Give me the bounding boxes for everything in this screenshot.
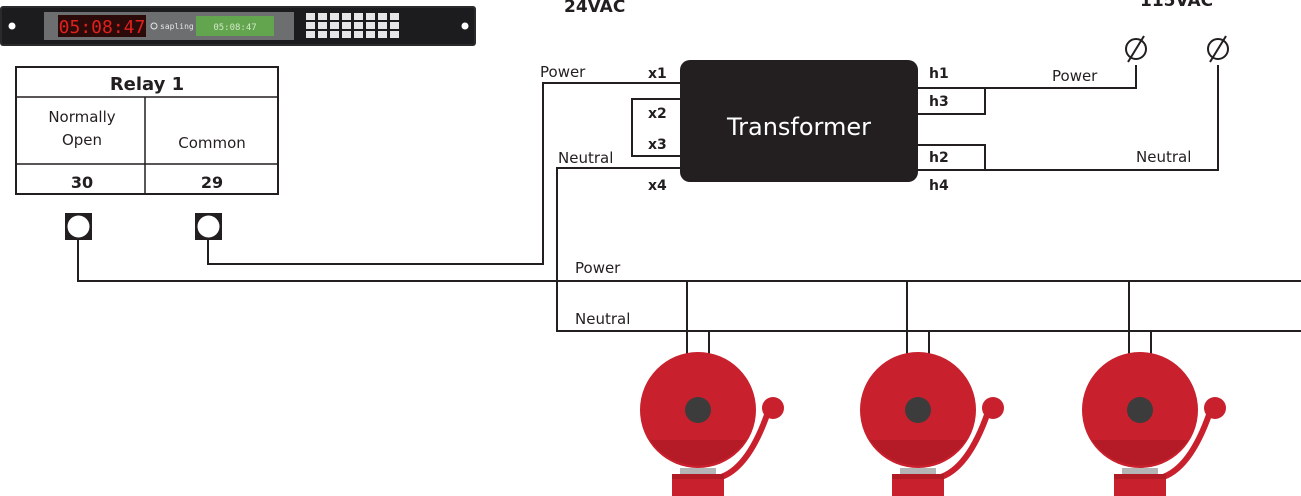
- clock-brand: sapling: [160, 22, 194, 31]
- terminal-h1-label: h1: [929, 66, 949, 82]
- terminal-x1-label: x1: [648, 66, 667, 82]
- keypad-key: [354, 22, 363, 29]
- supply-neutral-terminal-icon: [1207, 35, 1229, 63]
- terminal-h3-label: h3: [929, 94, 949, 110]
- keypad-key: [330, 13, 339, 20]
- bells: [640, 352, 1226, 496]
- bus-neutral-label: Neutral: [575, 310, 630, 328]
- supply-power-terminal-icon: [1125, 35, 1147, 63]
- primary-neutral-label: Neutral: [1136, 148, 1191, 166]
- keypad-key: [342, 22, 351, 29]
- secondary-power-label: Power: [540, 63, 586, 81]
- transformer-label: Transformer: [726, 113, 871, 141]
- rack-screw-icon: [8, 22, 16, 30]
- keypad-key: [342, 13, 351, 20]
- keypad-key: [318, 31, 327, 38]
- keypad-key: [390, 13, 399, 20]
- relay-col1-label-line2: Open: [62, 131, 102, 149]
- keypad-key: [330, 31, 339, 38]
- primary-power-label: Power: [1052, 67, 1098, 85]
- relay-col2-label: Common: [178, 134, 246, 152]
- keypad-key: [318, 22, 327, 29]
- sapling-logo-icon: [150, 22, 158, 30]
- relay-terminal-no-icon: [65, 213, 92, 240]
- clock-led-display: 05:08:47: [59, 17, 146, 38]
- secondary-neutral-label: Neutral: [558, 149, 613, 167]
- bell-icon: [1082, 352, 1226, 496]
- terminal-x3-label: x3: [648, 137, 667, 153]
- relay-terminal-29: 29: [201, 173, 223, 192]
- keypad-key: [390, 22, 399, 29]
- rack-screw-icon: [461, 22, 469, 30]
- keypad-key: [306, 13, 315, 20]
- keypad-key: [366, 13, 375, 20]
- terminal-h2-label: h2: [929, 150, 949, 166]
- keypad-key: [318, 13, 327, 20]
- keypad-key: [354, 13, 363, 20]
- bell-icon: [640, 352, 784, 496]
- high-voltage-label: 115VAC: [1140, 0, 1213, 11]
- relay-title: Relay 1: [110, 74, 184, 95]
- keypad-key: [366, 31, 375, 38]
- keypad-key: [306, 22, 315, 29]
- relay-table: Relay 1 Normally Open Common 30 29: [15, 66, 279, 195]
- relay-terminal-30: 30: [71, 173, 93, 192]
- clock-lcd-display: 05:08:47: [213, 23, 256, 33]
- relay-col1-label-line1: Normally: [48, 108, 115, 126]
- keypad-key: [306, 31, 315, 38]
- keypad-key: [378, 13, 387, 20]
- keypad-key: [366, 22, 375, 29]
- wires: [77, 65, 1301, 360]
- keypad-key: [378, 22, 387, 29]
- relay-terminal-common-icon: [195, 213, 222, 240]
- keypad-key: [390, 31, 399, 38]
- terminal-x2-label: x2: [648, 106, 667, 122]
- terminal-x4-label: x4: [648, 178, 667, 194]
- keypad-key: [354, 31, 363, 38]
- keypad-key: [342, 31, 351, 38]
- terminal-h4-label: h4: [929, 178, 949, 194]
- bus-power-label: Power: [575, 259, 621, 277]
- bell-icon: [860, 352, 1004, 496]
- clock-panel: 05:08:47 sapling 05:08:47: [0, 6, 476, 46]
- keypad-key: [378, 31, 387, 38]
- low-voltage-label: 24VAC: [564, 0, 625, 17]
- transformer: Transformer: [680, 60, 918, 182]
- clock-keypad: [306, 13, 399, 38]
- keypad-key: [330, 22, 339, 29]
